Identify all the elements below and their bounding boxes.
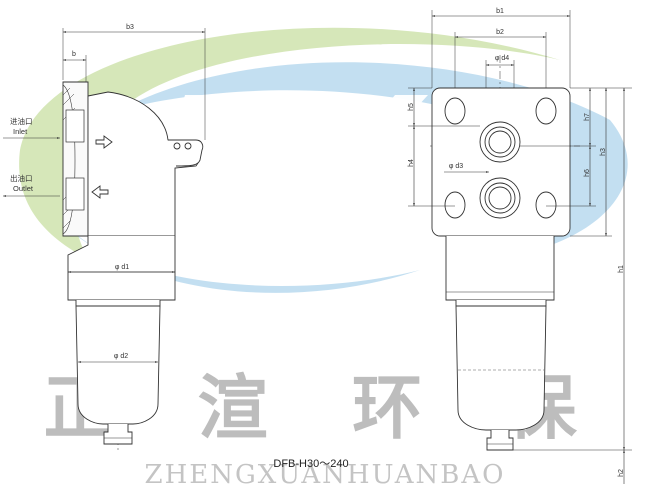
dim-b3: b3 xyxy=(126,24,134,31)
dim-h1: h1 xyxy=(618,265,625,273)
dim-h7: h7 xyxy=(584,113,591,121)
front-port-lower xyxy=(479,177,521,219)
outlet-label-cn: 出油口 xyxy=(10,173,33,183)
dim-h2: h2 xyxy=(618,469,625,477)
watermark-logo-letters xyxy=(170,95,430,188)
dim-h6: h6 xyxy=(584,169,591,177)
dim-h4: h4 xyxy=(408,159,415,167)
outlet-label-en: Outlet xyxy=(13,184,34,193)
front-neck xyxy=(445,236,555,301)
bolt-hole-tl xyxy=(444,97,466,125)
flow-arrows xyxy=(91,135,113,199)
front-port-upper xyxy=(479,121,521,163)
watermark-green-swoosh xyxy=(19,27,560,260)
dim-d2: φ d2 xyxy=(114,353,128,360)
side-cap-bolt xyxy=(168,139,204,167)
dim-d4: φ d4 xyxy=(495,55,509,62)
side-head-body xyxy=(87,91,201,237)
dim-h5: h5 xyxy=(408,103,415,111)
dim-b: b xyxy=(72,51,76,58)
side-drain-plug xyxy=(103,424,133,445)
dim-b2: b2 xyxy=(496,29,504,36)
dim-h3: h3 xyxy=(600,148,607,156)
bolt-hole-tr xyxy=(535,97,557,125)
front-view: b1 b2 φ d4 φ d3 xyxy=(408,8,632,484)
dim-d1: φ d1 xyxy=(115,264,129,271)
dim-b1: b1 xyxy=(496,8,504,15)
watermark-pinyin-name: ZHENGXUANHUANBAO xyxy=(145,460,506,488)
side-view: b3 b φ d1 φ d2 xyxy=(3,24,206,450)
model-caption: DFB-H30～240 xyxy=(273,458,348,470)
inlet-label-en: Inlet xyxy=(13,127,28,136)
bolt-hole-br xyxy=(535,191,557,219)
dim-d3: φ d3 xyxy=(449,163,463,170)
front-drain-plug xyxy=(486,430,514,451)
bolt-hole-bl xyxy=(444,191,466,219)
front-bowl xyxy=(455,300,547,431)
inlet-label-cn: 进油口 xyxy=(10,116,33,126)
side-flange xyxy=(62,81,89,237)
